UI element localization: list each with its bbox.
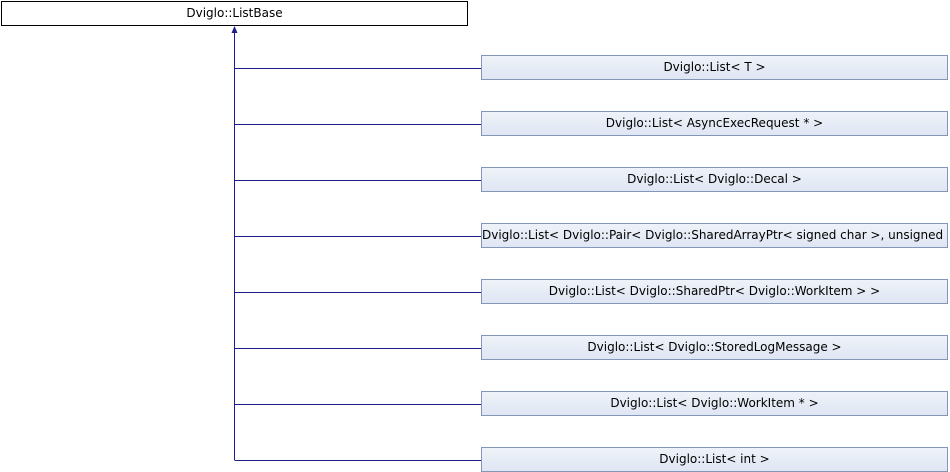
- derived-class-box[interactable]: Dviglo::List< AsyncExecRequest * >: [481, 111, 948, 136]
- derived-class-box[interactable]: Dviglo::List< T >: [481, 55, 948, 80]
- derived-class-box[interactable]: Dviglo::List< int >: [481, 447, 948, 472]
- derived-class-box[interactable]: Dviglo::List< Dviglo::SharedPtr< Dviglo:…: [481, 279, 948, 304]
- inheritance-arrowhead: [231, 26, 238, 33]
- base-class-box[interactable]: Dviglo::ListBase: [1, 1, 468, 26]
- derived-class-box[interactable]: Dviglo::List< Dviglo::StoredLogMessage >: [481, 335, 948, 360]
- derived-class-box[interactable]: Dviglo::List< Dviglo::Decal >: [481, 167, 948, 192]
- derived-class-box[interactable]: Dviglo::List< Dviglo::WorkItem * >: [481, 391, 948, 416]
- derived-class-box[interactable]: Dviglo::List< Dviglo::Pair< Dviglo::Shar…: [481, 223, 948, 248]
